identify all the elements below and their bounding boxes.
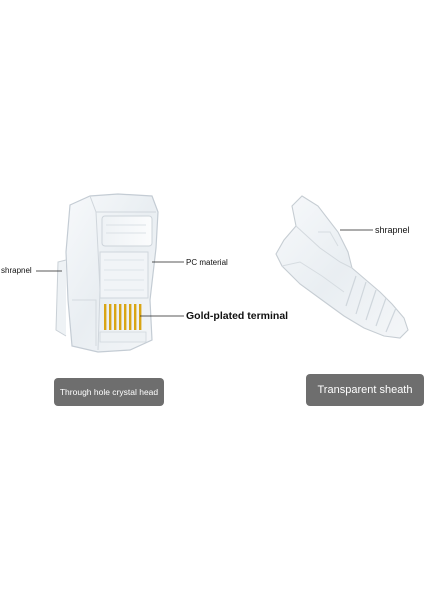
shrapnel-label-left: shrapnel [1, 266, 32, 275]
caption-transparent-sheath: Transparent sheath [306, 374, 424, 406]
pc-material-label: PC material [186, 258, 228, 267]
gold-terminal-label: Gold-plated terminal [186, 310, 289, 322]
shrapnel-label-right: shrapnel [375, 225, 410, 235]
rj45-connector [55, 193, 159, 353]
sheath-boot [275, 195, 409, 339]
caption-crystal-head: Through hole crystal head [54, 378, 164, 406]
gold-terminals [104, 304, 142, 330]
